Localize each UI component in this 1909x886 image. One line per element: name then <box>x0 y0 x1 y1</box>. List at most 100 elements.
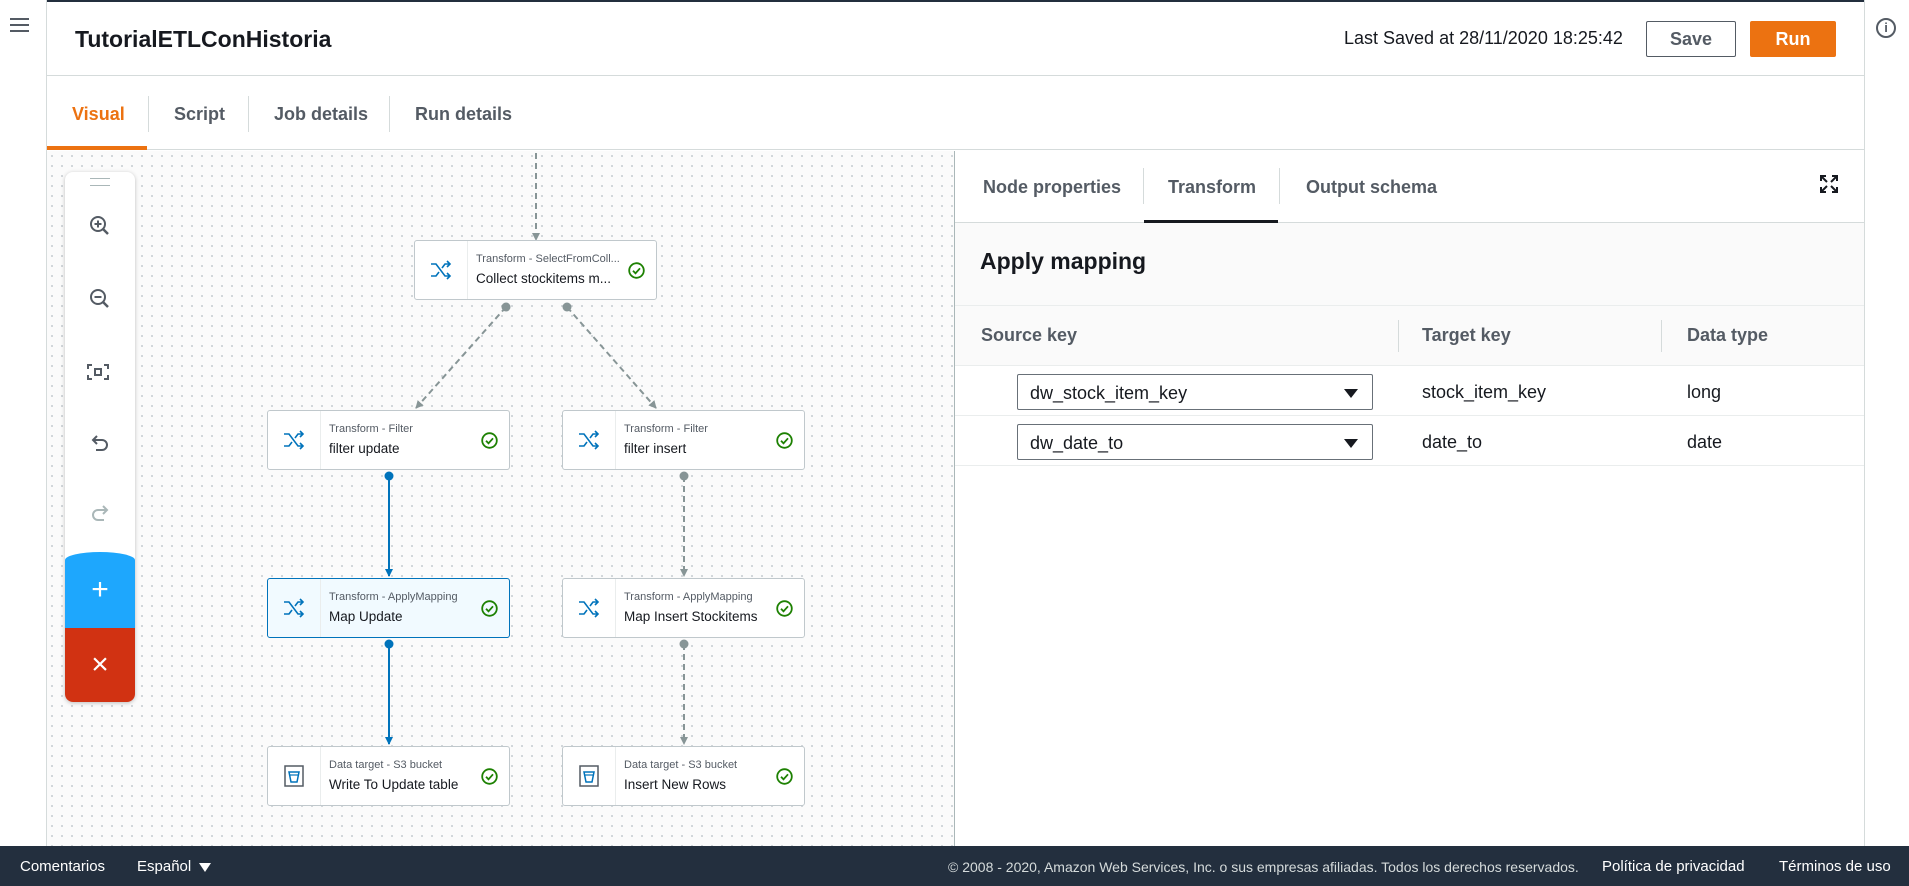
node-name-label: Map Update <box>329 609 403 624</box>
node-panel-tabs <box>955 151 1864 223</box>
node-write-to-update-table[interactable]: Data target - S3 bucket Write To Update … <box>267 746 510 806</box>
section-header <box>955 223 1864 306</box>
column-header-source-key: Source key <box>981 325 1078 345</box>
save-button[interactable]: Save <box>1646 21 1736 57</box>
transform-shuffle-icon <box>268 411 321 469</box>
source-key-value: dw_stock_item_key <box>1030 383 1188 403</box>
node-type-label: Transform - ApplyMapping <box>624 591 753 603</box>
node-name-label: Insert New Rows <box>624 777 727 792</box>
tab-divider <box>1279 168 1280 204</box>
edges-layer <box>384 153 689 745</box>
run-button[interactable]: Run <box>1750 21 1836 57</box>
caret-down-icon <box>1344 389 1358 398</box>
target-key-cell: date_to <box>1422 432 1483 452</box>
node-type-label: Transform - Filter <box>329 423 413 435</box>
node-map-insert-stockitems[interactable]: Transform - ApplyMapping Map Insert Stoc… <box>562 578 805 638</box>
left-nav-rail <box>0 0 47 846</box>
data-type-cell: date <box>1687 432 1723 452</box>
tab-transform[interactable]: Transform <box>1168 177 1257 197</box>
terms-link[interactable]: Términos de uso <box>1779 858 1891 875</box>
node-filter-insert[interactable]: Transform - Filter filter insert <box>562 410 805 470</box>
node-type-label: Transform - SelectFromColl... <box>476 253 620 265</box>
column-header-data-type: Data type <box>1687 325 1769 345</box>
tab-divider <box>1143 168 1144 204</box>
tab-run-details[interactable]: Run details <box>415 104 513 124</box>
column-divider[interactable] <box>1398 320 1399 352</box>
source-key-select[interactable]: dw_date_to <box>1017 424 1373 460</box>
tab-job-details[interactable]: Job details <box>274 104 369 124</box>
source-key-select[interactable]: dw_stock_item_key <box>1017 374 1373 410</box>
copyright-text: © 2008 - 2020, Amazon Web Services, Inc.… <box>948 859 1579 875</box>
success-check-icon <box>481 768 498 785</box>
success-check-icon <box>481 432 498 449</box>
zoom-in-icon[interactable] <box>65 205 135 245</box>
column-header-target-key: Target key <box>1422 325 1511 345</box>
section-title: Apply mapping <box>980 248 1147 274</box>
tab-visual-underline <box>47 146 147 150</box>
caret-down-icon <box>1344 439 1358 448</box>
tab-node-properties[interactable]: Node properties <box>983 177 1122 197</box>
transform-shuffle-icon <box>563 579 616 637</box>
s3-bucket-icon <box>268 747 321 805</box>
caret-down-icon[interactable] <box>199 863 211 872</box>
success-check-icon <box>776 432 793 449</box>
info-icon[interactable]: i <box>1876 18 1896 38</box>
remove-node-button[interactable]: × <box>65 628 135 702</box>
page-header <box>47 0 1864 76</box>
redo-icon[interactable] <box>65 494 135 534</box>
s3-bucket-icon <box>563 747 616 805</box>
node-insert-new-rows[interactable]: Data target - S3 bucket Insert New Rows <box>562 746 805 806</box>
node-type-label: Transform - ApplyMapping <box>329 591 458 603</box>
expand-icon[interactable] <box>1820 175 1838 193</box>
menu-icon[interactable] <box>10 18 29 33</box>
edge-collect-to-filter-insert[interactable] <box>566 306 657 409</box>
node-name-label: Write To Update table <box>329 777 459 792</box>
table-row <box>955 366 1864 416</box>
tab-divider <box>248 96 249 132</box>
node-name-label: filter insert <box>624 441 687 456</box>
tab-output-schema[interactable]: Output schema <box>1306 177 1438 197</box>
node-type-label: Data target - S3 bucket <box>329 759 443 771</box>
tab-divider <box>389 96 390 132</box>
zoom-out-icon[interactable] <box>65 278 135 318</box>
undo-icon[interactable] <box>65 424 135 464</box>
node-collect-stockitems[interactable]: Transform - SelectFromColl... Collect st… <box>414 240 657 300</box>
panel-splitter[interactable] <box>954 151 955 846</box>
success-check-icon <box>628 262 645 279</box>
transform-shuffle-icon <box>268 579 321 637</box>
success-check-icon <box>481 600 498 617</box>
right-help-rail <box>1864 0 1909 846</box>
feedback-link[interactable]: Comentarios <box>20 858 106 875</box>
drag-handle[interactable] <box>90 178 110 186</box>
last-saved-text: Last Saved at 28/11/2020 18:25:42 <box>1344 28 1623 48</box>
tab-script[interactable]: Script <box>174 104 226 124</box>
fit-to-screen-icon[interactable] <box>65 352 135 392</box>
target-key-cell: stock_item_key <box>1422 382 1547 402</box>
node-filter-update[interactable]: Transform - Filter filter update <box>267 410 510 470</box>
node-name-label: Map Insert Stockitems <box>624 609 758 624</box>
page-footer: Comentarios Español © 2008 - 2020, Amazo… <box>0 846 1909 886</box>
canvas-toolbar: + × <box>65 172 135 702</box>
data-type-cell: long <box>1687 382 1722 402</box>
add-node-button[interactable]: + <box>65 552 135 628</box>
job-title: TutorialETLConHistoria <box>75 26 332 52</box>
source-key-value: dw_date_to <box>1030 433 1124 453</box>
edge-collect-to-filter-update[interactable] <box>415 306 507 409</box>
node-type-label: Data target - S3 bucket <box>624 759 738 771</box>
success-check-icon <box>776 600 793 617</box>
transform-shuffle-icon <box>415 241 468 299</box>
table-row <box>955 416 1864 466</box>
node-map-update[interactable]: Transform - ApplyMapping Map Update <box>267 578 510 638</box>
node-name-label: Collect stockitems m... <box>476 271 612 286</box>
node-type-label: Transform - Filter <box>624 423 708 435</box>
transform-shuffle-icon <box>563 411 616 469</box>
language-selector[interactable]: Español <box>137 858 192 875</box>
privacy-link[interactable]: Política de privacidad <box>1602 858 1745 875</box>
column-divider[interactable] <box>1661 320 1662 352</box>
node-name-label: filter update <box>329 441 400 456</box>
mapping-table-header <box>955 306 1864 366</box>
tab-visual[interactable]: Visual <box>72 104 125 124</box>
success-check-icon <box>776 768 793 785</box>
job-tabs <box>47 76 1864 150</box>
tab-transform-underline <box>1144 220 1278 223</box>
